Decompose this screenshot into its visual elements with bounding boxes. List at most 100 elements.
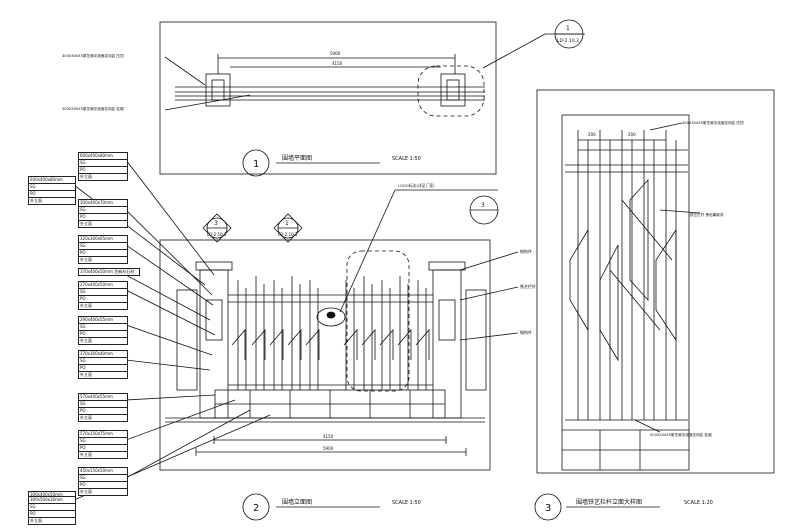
logo-emblem (316, 307, 346, 327)
elevation-dim-inner: 4150 (323, 434, 334, 439)
material-tag-row: SG (80, 243, 86, 248)
material-tag-row: 320x300x65mm (80, 236, 113, 241)
detail-dim-b: 200 (628, 132, 636, 137)
plan-title: 围墙平面图 (282, 154, 312, 162)
plan-number-circle (242, 149, 270, 177)
detail-frame (536, 89, 775, 474)
plan-note-top: 300X300X5厚芝麻灰烧面花岗岩 压顶 (62, 53, 124, 58)
plan-dim-overall: 5900 (330, 51, 341, 56)
plan-pier-left (205, 73, 231, 107)
elevation-right-label-3: 钢构件 (520, 329, 532, 335)
material-tag-row: 外立面 (80, 489, 92, 494)
elevation-scale: SCALE 1:50 (392, 500, 421, 506)
plan-scale: SCALE 1:50 (392, 156, 421, 162)
material-tag-row: 外立面 (80, 415, 92, 420)
detail-bars (569, 130, 677, 420)
railing-bars (231, 276, 430, 390)
plan-number: 1 (253, 159, 259, 170)
elevation-number: 2 (253, 503, 259, 514)
material-tag-row: SG (80, 358, 86, 363)
material-tag-row: 570x150x75mm (80, 431, 113, 436)
elevation-dim-overall: 5900 (323, 446, 334, 451)
material-tag-row: PO (80, 408, 86, 413)
material-tag-row: 外立面 (30, 198, 42, 203)
plan-dim-inner: 4150 (332, 61, 343, 66)
material-tag-row: PO (80, 250, 86, 255)
material-tag-row: SG (30, 504, 36, 509)
material-tag-row: 270x400x50mm (80, 282, 113, 287)
material-tag-row: 外立面 (80, 303, 92, 308)
plan-note-bottom: 500X500X5厚芝麻灰烧面花岗岩 柱帽 (62, 106, 124, 111)
material-tag-row: PO (80, 482, 86, 487)
material-tag-row: PO (80, 445, 86, 450)
elevation-right-label-2: 铁艺栏杆 (520, 283, 536, 289)
material-tag-row: SG (80, 324, 86, 329)
material-tag-row: 290x400x55mm (80, 317, 113, 322)
material-tag-row: PO (80, 296, 86, 301)
material-tag-row: SG (80, 289, 86, 294)
material-tag-row: 600x400x80mm (80, 153, 113, 158)
material-tag-row: 外立面 (80, 221, 92, 226)
material-tag-row: PO (30, 191, 36, 196)
material-tag-row: 370x400x50mm 芝麻灰石材 (80, 269, 135, 274)
plan-callout-sheet: LD-2.10.3 (557, 38, 579, 44)
material-tag-row: SG (80, 160, 86, 165)
elevation-callout-b-number: 1 (285, 220, 289, 227)
material-tag-row: SG (30, 184, 36, 189)
material-tag-row: PO (80, 331, 86, 336)
material-tag-row: 300x500x30mm (30, 497, 63, 502)
detail-note-top: 300X300X5厚芝麻灰烧面花岗岩 压顶 (682, 120, 744, 125)
elevation-callout-a-sheet: LD-2.10.3 (207, 232, 227, 237)
material-tag-row: SG (80, 475, 86, 480)
material-tag-row: 外立面 (80, 174, 92, 179)
material-tag-row: PO (80, 167, 86, 172)
material-tag-row: 300x400x70mm (80, 200, 113, 205)
detail-note-mid: 铁艺栏杆 黑色氟碳漆 (690, 212, 724, 217)
material-tag-row: SG (80, 401, 86, 406)
elevation-right-label-1: 钢构件 (520, 248, 532, 254)
material-tag-row: 300x400x50mm (30, 492, 63, 497)
plan-callout-number: 1 (566, 25, 570, 32)
material-tag-row: 570x400x55mm (80, 394, 113, 399)
detail-scale: SCALE 1:20 (684, 500, 713, 506)
material-tag-row: 外立面 (80, 338, 92, 343)
material-tag-row: 200x400x80mm (30, 177, 63, 182)
elevation-callout-b-sheet: LD-2.10.3 (278, 232, 298, 237)
material-tag-row: 外立面 (30, 518, 42, 523)
elevation-frame (159, 239, 491, 471)
elevation-logo-note: LOGO标志(详见厂家) (398, 183, 435, 188)
plan-frame (159, 21, 497, 175)
material-tag-row: SG (80, 207, 86, 212)
elevation-title: 围墙立面图 (282, 498, 312, 506)
elevation-callout-c-number: 3 (481, 202, 485, 209)
material-tag-row: 外立面 (80, 257, 92, 262)
detail-note-bottom: 500X500X5厚芝麻灰烧面花岗岩 柱帽 (650, 432, 712, 437)
material-tag-row: PO (80, 214, 86, 219)
plan-pier-right (440, 73, 466, 107)
material-tag-row: 450x150x50mm (80, 468, 113, 473)
detail-number: 3 (545, 503, 551, 514)
material-tag-row: 外立面 (80, 452, 92, 457)
material-tag-row: 370x300x40mm (80, 351, 113, 356)
elevation-pier-right (432, 269, 462, 419)
material-tag-row: 外立面 (80, 372, 92, 377)
material-tag-row: SG (80, 438, 86, 443)
material-tag-row: PO (80, 365, 86, 370)
material-tag: 370x400x50mm 芝麻灰石材 (78, 268, 140, 276)
detail-dim-a: 200 (588, 132, 596, 137)
elevation-callout-a-number: 3 (214, 220, 218, 227)
detail-title: 围墙铁艺栏杆立面大样图 (576, 498, 642, 506)
